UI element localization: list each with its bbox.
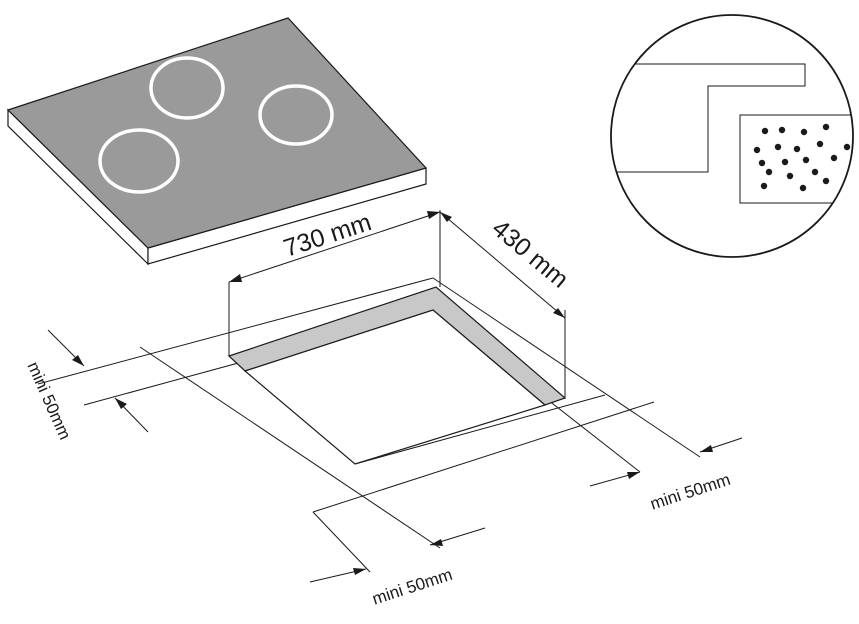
burner-ring-right (258, 84, 334, 146)
cutout-opening (243, 309, 547, 465)
dimension-clearance-right (589, 437, 743, 487)
clearance-left-label: mini 50mm (23, 359, 74, 443)
burner-ring-back (149, 56, 225, 120)
clearance-right-label: mini 50mm (648, 470, 733, 514)
detail-circle-outline (610, 14, 854, 258)
burner-ring-front (98, 128, 180, 194)
dimension-clearance-front (309, 527, 486, 583)
detail-worktop-profile (739, 114, 853, 204)
hob (6, 17, 428, 266)
clearance-front-label: mini 50mm (370, 565, 455, 609)
detail-circle (610, 14, 854, 258)
detail-particles (753, 123, 851, 192)
cutout (227, 286, 567, 465)
detail-hob-profile (611, 63, 806, 173)
dimension-depth (439, 211, 566, 398)
dimension-width (228, 210, 441, 356)
depth-label: 430 mm (487, 214, 574, 294)
hob-top (6, 17, 428, 249)
dimension-clearance-left (47, 329, 149, 433)
